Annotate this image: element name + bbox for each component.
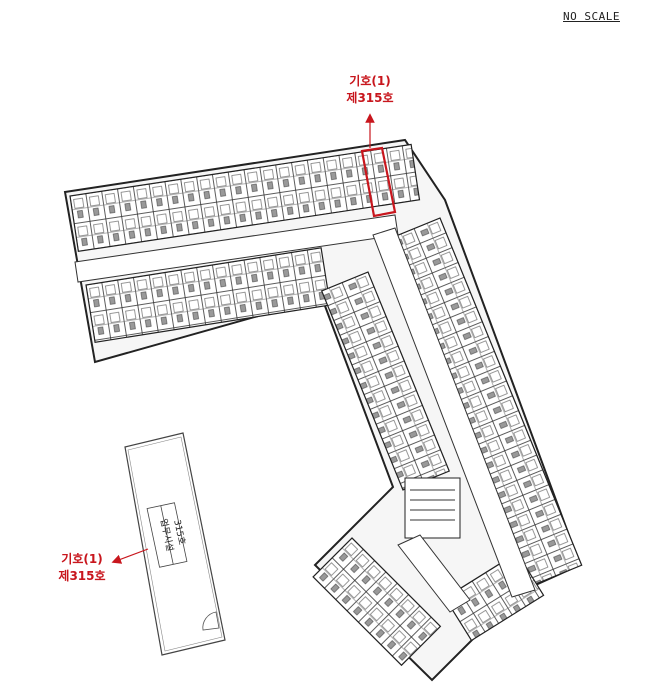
stair-core [404, 477, 461, 539]
annotation-left-symbol: 기호(1) [61, 552, 103, 566]
no-scale-note: NO SCALE [563, 10, 620, 23]
unit-detail-plan: 업무시설 315호 [124, 432, 226, 656]
annotation-top-unit: 제315호 [346, 91, 394, 105]
annotation-top-symbol: 기호(1) [349, 74, 391, 88]
south-wing-units [312, 537, 442, 667]
annotation-top: 기호(1) 제315호 [340, 73, 400, 107]
corridors [74, 214, 536, 613]
top-wing-north-units [69, 143, 421, 253]
top-wing-south-units [85, 247, 331, 343]
unit-number-label: 315호 [171, 519, 187, 546]
highlighted-unit-315[interactable] [360, 146, 397, 218]
annotation-left: 기호(1) 제315호 [52, 551, 112, 585]
door-swing-icon [202, 611, 220, 631]
annotation-left-unit: 제315호 [58, 569, 106, 583]
left-leader-arrow [111, 548, 149, 564]
